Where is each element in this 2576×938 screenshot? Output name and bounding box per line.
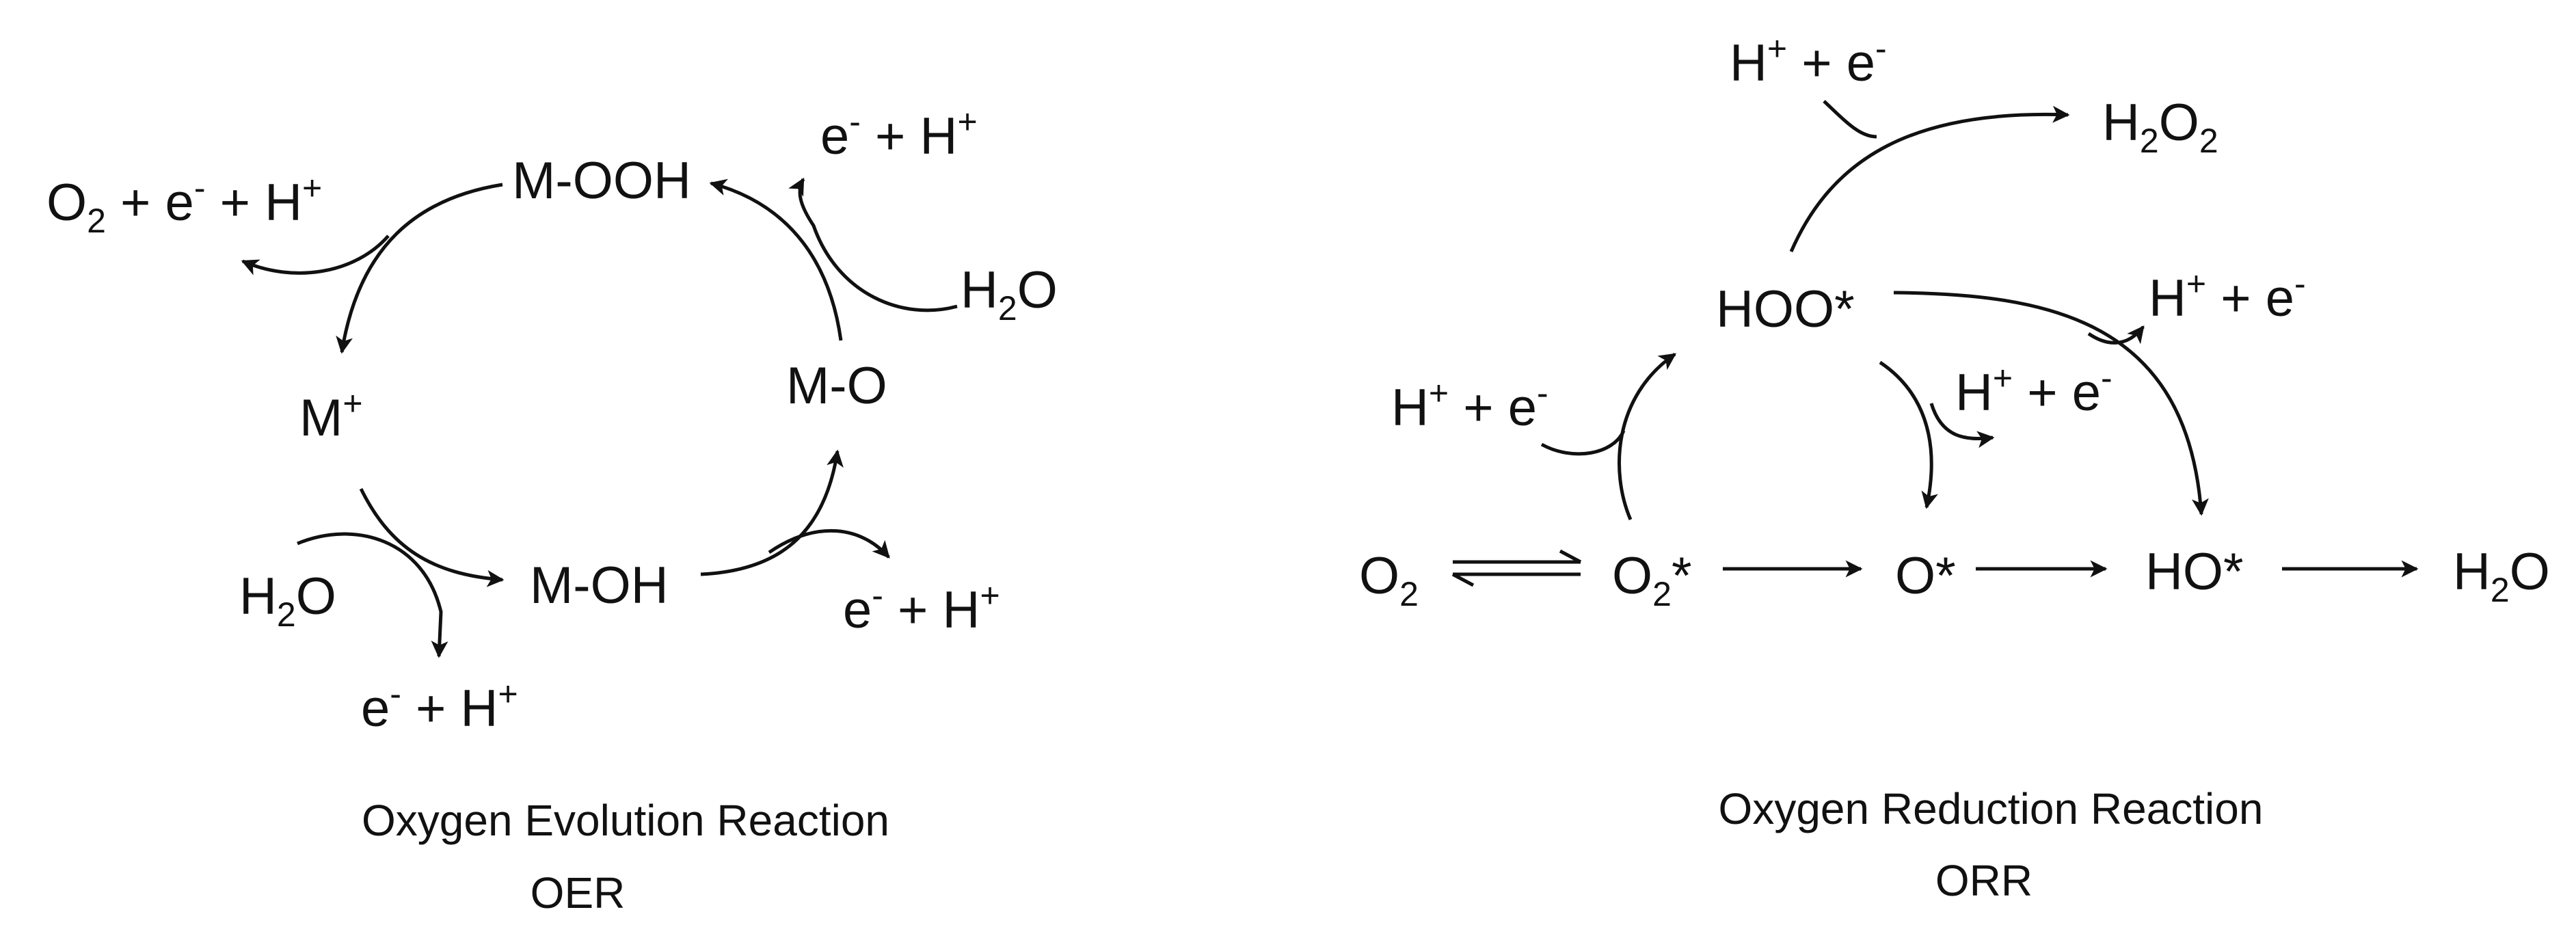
oer-o2-release: O2 + e- + H+ [46, 169, 322, 240]
orr-equilibrium-forward-head [1559, 549, 1582, 564]
oer-arrow-moh-to-mo [700, 449, 844, 576]
orr-caption-title: Oxygen Reduction Reaction [1719, 784, 2264, 833]
oer-arrow-h2o-right-and-out [788, 177, 958, 312]
oer-caption-abbrev: OER [531, 868, 626, 917]
orr-in-right: H+ + e- [2149, 265, 2306, 327]
oer-out-top: e- + H+ [820, 103, 978, 165]
oer-m-oh: M-OH [530, 557, 669, 615]
oer-m-o: M-O [786, 357, 887, 415]
orr-arrow-hooads-to-hoads [1893, 291, 2209, 516]
orr-in-top: H+ + e- [1730, 29, 1887, 92]
orr-o-ads: O* [1895, 547, 1956, 605]
orr-equilibrium-reverse-head [1451, 572, 1475, 587]
oer-arrow-h2o-left [297, 532, 448, 658]
oer-arrow-o2-release [241, 234, 390, 276]
oer-m-ooh: M-OOH [512, 152, 691, 210]
orr-arrow-hooads-to-oads [1879, 360, 1938, 509]
oer-h2o-in-left: H2O [239, 567, 336, 634]
orr-ho-ads: HO* [2145, 543, 2244, 601]
orr-in-left: H+ + e- [1391, 374, 1548, 437]
orr-pathway: O2 O2* O* HO* H2O HOO* H2O2 H+ + e- H+ +… [1359, 29, 2550, 905]
orr-in-mid: H+ + e- [1955, 359, 2112, 422]
oer-caption-title: Oxygen Evolution Reaction [362, 796, 889, 845]
orr-arrow-in-top [1823, 100, 1877, 139]
orr-arrow-in-left [1540, 429, 1626, 456]
oer-arrow-mooh-to-mplus [336, 183, 503, 354]
orr-arrow-o2ads-to-hooads [1618, 352, 1677, 520]
orr-h2o: H2O [2453, 543, 2550, 609]
oer-h2o-in-right: H2O [961, 261, 1058, 327]
orr-hoo-ads: HOO* [1716, 280, 1855, 338]
oer-out-bottom: e- + H+ [361, 675, 518, 738]
orr-o2: O2 [1359, 547, 1419, 613]
orr-arrow-in-mid [1929, 403, 1995, 448]
oer-arrow-mplus-to-moh [359, 487, 505, 587]
oer-out-right-low: e- + H+ [843, 576, 1000, 639]
oer-cycle: M-OOH M+ M-OH M-O O2 + e- + H+ H2O H2O e… [46, 103, 1058, 917]
orr-o2-ads: O2* [1612, 547, 1692, 613]
oer-m-plus: M+ [299, 384, 363, 447]
orr-caption-abbrev: ORR [1935, 856, 2032, 905]
orr-arrow-hooads-to-h2o2 [1789, 105, 2070, 252]
oer-arrow-mo-to-mooh [709, 178, 843, 341]
orr-arrow-in-right [2087, 325, 2145, 345]
orr-h2o2: H2O2 [2102, 94, 2218, 160]
oer-arrow-out-right-low [768, 528, 890, 559]
